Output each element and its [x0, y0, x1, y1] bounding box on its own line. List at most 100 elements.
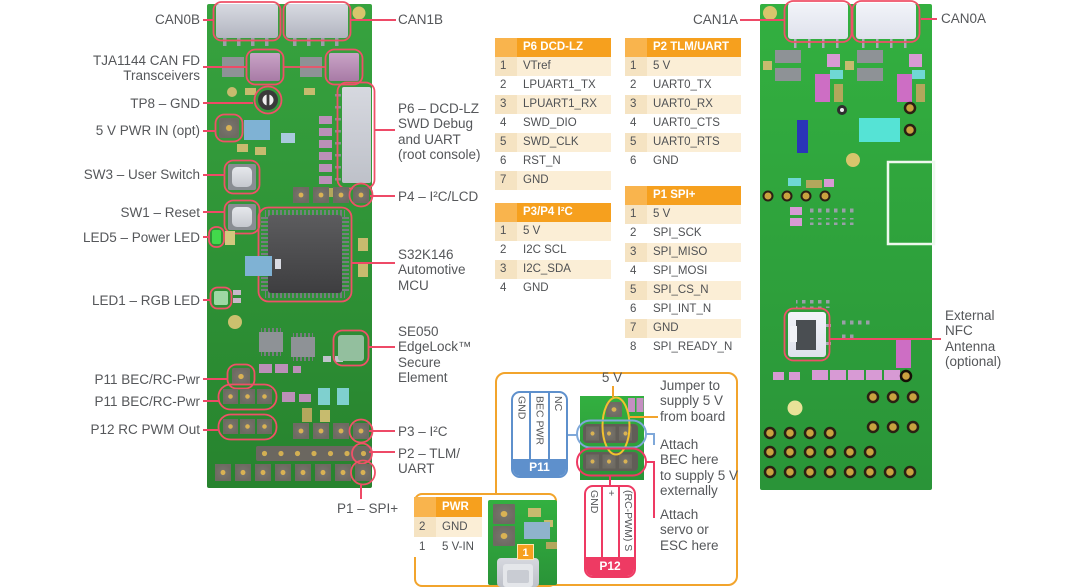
smd-component — [304, 88, 315, 95]
smd-component — [245, 88, 256, 95]
pin-signal: SWD_CLK — [517, 133, 611, 152]
pin-signal: UART0_CTS — [647, 114, 741, 133]
through-hole-pad — [886, 420, 900, 434]
leader-line — [653, 433, 655, 445]
leader-line — [630, 416, 658, 418]
leader-line — [612, 386, 614, 397]
soic-pins — [261, 328, 281, 332]
smd-component — [227, 87, 237, 97]
leader-line — [653, 461, 655, 518]
pin-number: 7 — [625, 319, 647, 338]
fiducial-dot — [352, 6, 366, 20]
through-hole-pad — [906, 420, 920, 434]
header-pin — [223, 419, 238, 434]
jumper-highlight-ellipse — [601, 396, 631, 456]
callout-nfc-antenna: External NFC Antenna (optional) — [945, 308, 1002, 370]
smd-component — [790, 207, 802, 226]
leader-line — [203, 102, 253, 104]
header-num-cell — [495, 203, 517, 222]
can0a-connector — [856, 3, 916, 39]
p11-pin-bec-pwr: BEC PWR — [529, 393, 547, 459]
callout-5v-pwr-in: 5 V PWR IN (opt) — [95, 123, 200, 138]
through-hole-pad — [803, 426, 817, 440]
callout-can0b: CAN0B — [154, 12, 200, 27]
leader-line — [352, 262, 395, 264]
leader-line — [360, 484, 362, 499]
header-pin — [293, 423, 309, 439]
table-title: P6 DCD-LZ — [517, 38, 611, 57]
pin-signal: 5 V — [517, 222, 611, 241]
header-pin — [315, 464, 331, 481]
smd-component — [797, 120, 808, 153]
through-hole-pad — [863, 465, 877, 479]
callout-led1: LED1 – RGB LED — [91, 293, 200, 308]
p6-connector-body — [342, 87, 371, 183]
pin-number: 4 — [625, 114, 647, 133]
header-pin — [257, 389, 272, 404]
pwr-in-board-photo — [488, 500, 557, 587]
can0b-connector — [216, 4, 278, 38]
through-hole-pad — [903, 101, 917, 115]
smd-component — [896, 338, 911, 368]
pin-number: 1 — [625, 57, 647, 76]
highlight-outline — [226, 363, 256, 390]
leader-line — [609, 476, 611, 485]
smd-component — [302, 408, 312, 422]
p2-pin — [360, 450, 367, 457]
header-num-cell — [495, 38, 517, 57]
through-hole-pad — [843, 465, 857, 479]
leader-line — [568, 434, 578, 436]
leader-line — [921, 18, 937, 20]
header-num-cell — [625, 186, 647, 205]
through-hole-pad — [866, 420, 880, 434]
passive-grid — [796, 300, 830, 308]
soic-pins — [261, 352, 281, 356]
header-pin — [240, 419, 255, 434]
smd-component — [788, 178, 801, 186]
highlight-outline — [282, 1, 352, 42]
callout-tja1144: TJA1144 CAN FD Transceivers — [92, 53, 200, 84]
smd-component — [282, 392, 311, 402]
soic-pins — [293, 357, 313, 361]
fiducial-dot — [228, 315, 242, 329]
through-hole-pad — [763, 426, 777, 440]
through-hole-pad — [803, 445, 817, 459]
header-pin — [235, 464, 251, 481]
smd-component — [546, 542, 557, 549]
header-pin — [333, 187, 349, 203]
through-hole-pad — [866, 390, 880, 404]
table-header: P6 DCD-LZ — [495, 38, 611, 57]
pwr-pin — [493, 504, 515, 524]
smd-component — [775, 68, 801, 81]
leader-line — [203, 378, 228, 380]
p11-jumper-pin — [232, 368, 250, 385]
leader-line — [203, 19, 214, 21]
nfc-connector-socket — [796, 320, 816, 350]
pin-signal: 5 V — [647, 57, 741, 76]
pin-number: 6 — [495, 152, 517, 171]
pin-number: 3 — [495, 260, 517, 279]
through-hole-pad — [763, 445, 777, 459]
through-hole-pad — [800, 190, 812, 202]
pin-signal: GND — [647, 319, 741, 338]
header-pin — [255, 464, 271, 481]
can1a-connector — [788, 3, 848, 39]
highlight-outline — [217, 413, 278, 441]
through-hole-pad — [763, 465, 777, 479]
header-pin — [353, 423, 369, 439]
table-header: PWR IN — [414, 497, 482, 533]
highlight-outline — [332, 329, 370, 367]
pin-signal: UART0_TX — [647, 76, 741, 95]
through-hole-pad — [823, 445, 837, 459]
through-hole-pad — [823, 426, 837, 440]
table-header: P3/P4 I²C — [495, 203, 611, 222]
